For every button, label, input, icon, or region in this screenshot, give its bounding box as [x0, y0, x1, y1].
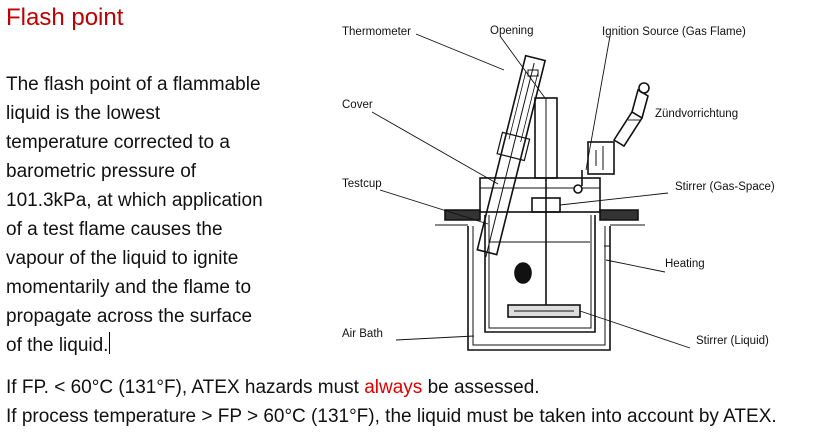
- testcup: [484, 215, 596, 333]
- thermometer-bulb: [514, 262, 532, 284]
- flash-point-definition: The flash point of a flammable liquid is…: [6, 70, 291, 360]
- label-testcup: Testcup: [342, 178, 382, 190]
- thermometer: [476, 54, 547, 258]
- ignition-source: [573, 82, 650, 194]
- label-cover: Cover: [342, 99, 373, 111]
- definition-line: propagate across the surface: [6, 306, 253, 327]
- label-air-bath: Air Bath: [342, 328, 383, 340]
- flange-right: [599, 209, 639, 221]
- text-cursor: [109, 332, 111, 354]
- definition-line: barometric pressure of: [6, 161, 197, 182]
- label-ignition-source: Ignition Source (Gas Flame): [602, 26, 746, 38]
- atex-note-1-start: If FP. < 60°C (131°F), ATEX hazards must: [6, 377, 365, 398]
- atex-note-line-2: If process temperature > FP > 60°C (131°…: [6, 406, 777, 427]
- atex-note-line-1: If FP. < 60°C (131°F), ATEX hazards must…: [6, 377, 540, 399]
- label-zuendvorrichtung: Zündvorrichtung: [655, 108, 738, 120]
- definition-line: The flash point of a flammable: [6, 74, 261, 95]
- label-heating: Heating: [665, 258, 705, 270]
- flash-point-apparatus-diagram: Thermometer Opening Ignition Source (Gas…: [342, 25, 775, 351]
- definition-line: vapour of the liquid to ignite: [6, 248, 239, 269]
- definition-line-last: of the liquid.: [6, 331, 291, 360]
- definition-line: liquid is the lowest: [6, 103, 161, 124]
- label-stirrer-gas-space: Stirrer (Gas-Space): [675, 181, 775, 193]
- definition-line: 101.3kPa, at which application: [6, 190, 263, 211]
- definition-line: of a test flame causes the: [6, 219, 223, 240]
- emphasis-always: always: [364, 377, 423, 398]
- label-opening: Opening: [490, 25, 533, 37]
- page-title: Flash point: [6, 4, 124, 31]
- label-stirrer-liquid: Stirrer (Liquid): [696, 335, 769, 347]
- air-bath-vessel: [467, 226, 611, 351]
- definition-line: temperature corrected to a: [6, 132, 230, 153]
- definition-line-text: of the liquid.: [6, 335, 109, 356]
- atex-note-1-end: be assessed.: [422, 377, 540, 398]
- definition-line: momentarily and the flame to: [6, 277, 252, 298]
- flange-left: [444, 209, 481, 221]
- label-thermometer: Thermometer: [342, 26, 411, 38]
